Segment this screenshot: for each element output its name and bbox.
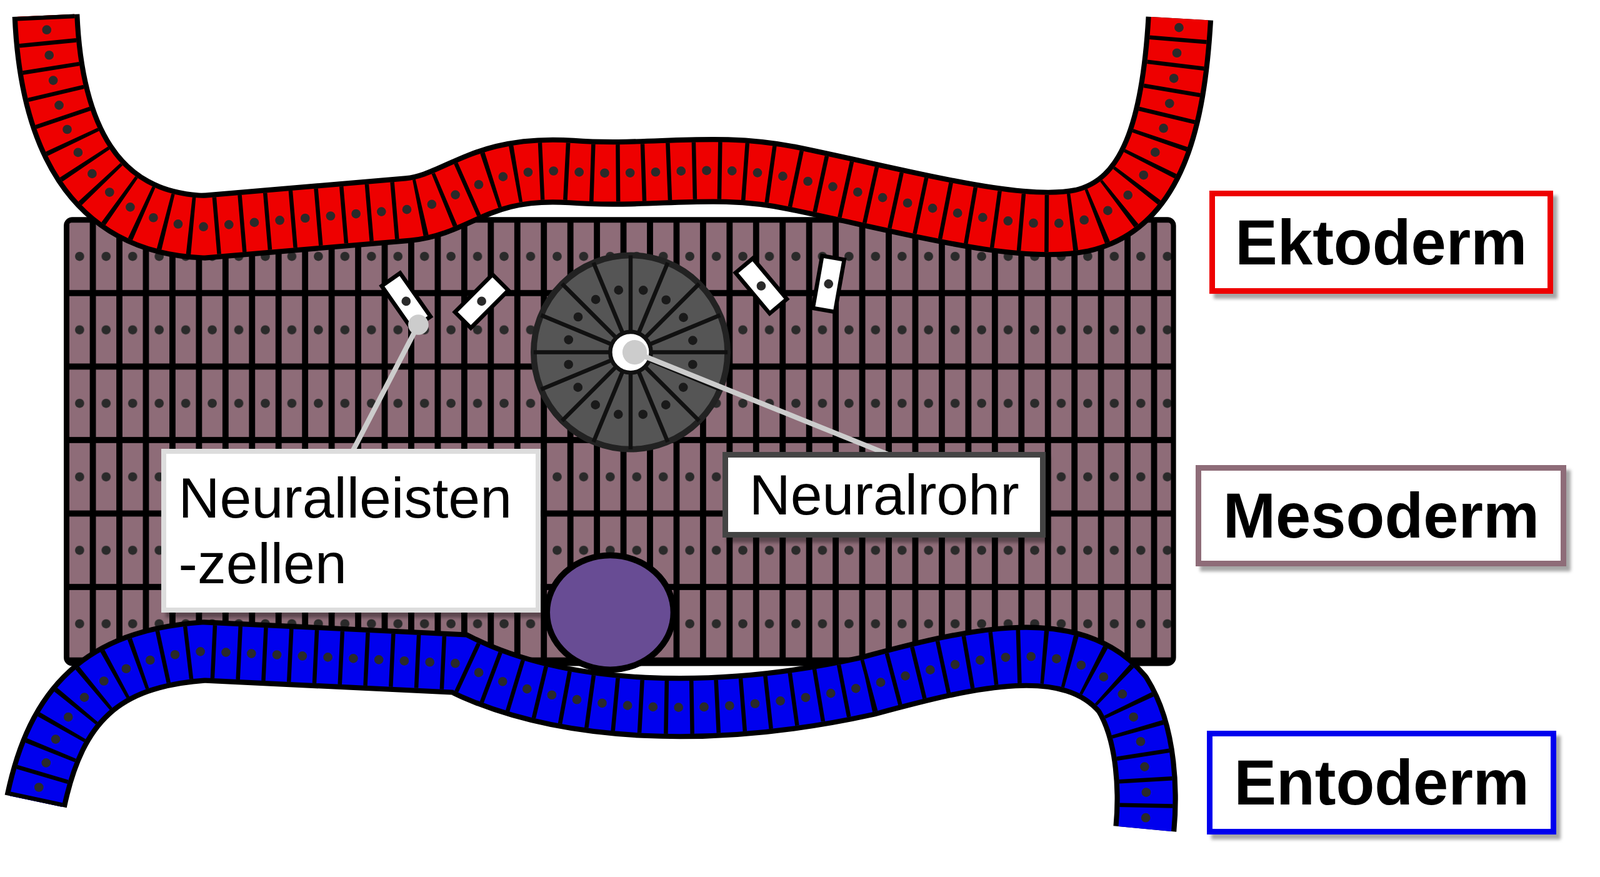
node-label: Ektoderm (1226, 206, 1535, 279)
neural-crest-cells (381, 255, 845, 330)
ectoderm-cells (45, 15, 1180, 227)
cell-nuclei (35, 651, 1147, 829)
ectoderm-outline (45, 15, 1180, 227)
endoderm-layer (35, 651, 1147, 829)
neural-tube-lumen (610, 331, 651, 373)
legend-box: Entoderm (1206, 730, 1556, 835)
cell-borders (45, 15, 1180, 227)
node-label: Neuralrohr (740, 461, 1028, 528)
cell-nuclei (45, 15, 1180, 227)
callout-box: Neuralrohr (722, 451, 1047, 538)
endoderm-outline (35, 651, 1147, 829)
leader-line (351, 324, 419, 452)
legend-box: Ektoderm (1209, 190, 1554, 294)
node-label: Mesoderm (1213, 479, 1549, 552)
cell-nuclei (567, 288, 694, 415)
leader-dot (622, 340, 647, 365)
neural-tube-wall (533, 255, 728, 449)
node-label: Entoderm (1225, 746, 1539, 819)
neural-crest-cell (735, 258, 787, 314)
cell-borders (35, 651, 1147, 829)
cell-nucleus (400, 295, 413, 308)
cell-nucleus (475, 295, 489, 309)
leader-dot (408, 314, 429, 335)
cell-nucleus (823, 278, 834, 290)
neural-crest-cell (813, 255, 845, 312)
cell-borders (533, 255, 728, 449)
leader-lines (351, 314, 888, 455)
endoderm-cells (35, 651, 1147, 829)
callout-box: Neuralleisten -zellen (161, 448, 541, 612)
cell-nucleus (755, 279, 769, 293)
leader-line (635, 352, 889, 455)
ectoderm-layer (45, 15, 1180, 227)
neural-crest-cell (455, 274, 509, 328)
legend-box: Mesoderm (1195, 465, 1567, 567)
node-label: Neuralleisten -zellen (178, 465, 524, 597)
notochord (546, 555, 674, 670)
neural-tube (533, 255, 728, 449)
